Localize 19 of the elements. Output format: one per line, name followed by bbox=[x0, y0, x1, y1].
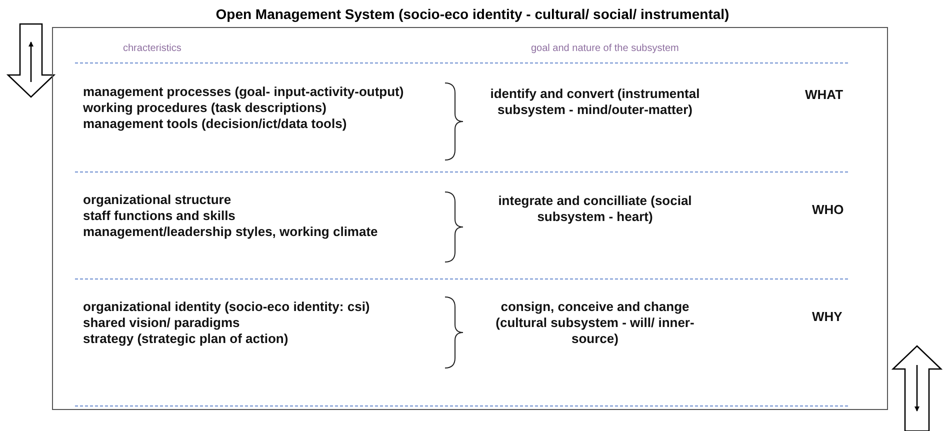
characteristic-text: shared vision/ paradigms bbox=[83, 315, 240, 331]
diagram-title: Open Management System (socio-eco identity - cultural/ social/ instrumental) bbox=[214, 6, 730, 22]
subsystem-text: integrate and concilliate (social subsystem - heart) bbox=[497, 193, 693, 225]
characteristic-text: organizational structure bbox=[83, 192, 232, 208]
characteristic-text: management processes (goal- input-activity-output) bbox=[83, 84, 404, 100]
subsystem-text: identify and convert (instrumental subsystem - mind/outer-matter) bbox=[490, 86, 700, 118]
characteristic-text: working procedures (task descriptions) bbox=[83, 100, 326, 116]
characteristic-text: management/leadership styles, working climate bbox=[83, 224, 378, 240]
column-header: chracteristics bbox=[123, 42, 182, 56]
characteristic-text: organizational identity (socio-eco identity: csi) bbox=[83, 299, 370, 315]
characteristic-text: strategy (strategic plan of action) bbox=[83, 331, 288, 347]
characteristic-text: management tools (decision/ict/data tools) bbox=[83, 116, 347, 132]
question-label: WHAT bbox=[805, 87, 844, 103]
question-label: WHO bbox=[812, 202, 844, 218]
subsystem-text: consign, conceive and change (cultural subsystem - will/ inner-source) bbox=[494, 299, 696, 347]
question-label: WHY bbox=[812, 309, 842, 325]
characteristic-text: staff functions and skills bbox=[83, 208, 236, 224]
column-header: goal and nature of the subsystem bbox=[531, 42, 679, 56]
frame-box bbox=[52, 27, 888, 410]
